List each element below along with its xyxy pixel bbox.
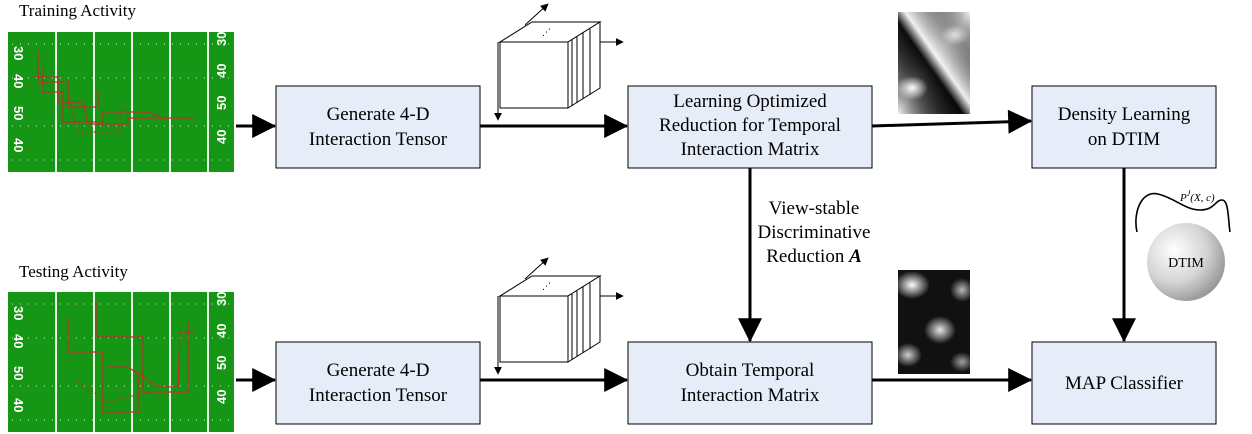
density-learning-box: Density Learning on DTIM <box>1031 85 1217 169</box>
tensor-cube-icon-bottom: ⋰ <box>494 257 624 375</box>
svg-text:View-stable: View-stable <box>769 198 860 219</box>
svg-text:Generate 4-D: Generate 4-D <box>327 104 430 125</box>
svg-text:40: 40 <box>11 334 26 348</box>
svg-text:⋰: ⋰ <box>542 28 551 38</box>
svg-text:⋰: ⋰ <box>542 282 551 292</box>
testing-activity-label: Testing Activity <box>19 262 128 281</box>
svg-text:40: 40 <box>214 130 229 144</box>
training-activity-label: Training Activity <box>19 1 136 20</box>
arrow-learning-to-density <box>871 109 1033 134</box>
reduction-label: View-stable Discriminative Reduction A <box>758 198 871 267</box>
obtain-matrix-box: Obtain Temporal Interaction Matrix <box>627 341 873 425</box>
svg-text:Obtain Temporal: Obtain Temporal <box>686 360 815 381</box>
svg-text:Discriminative: Discriminative <box>758 222 871 243</box>
svg-text:30: 30 <box>11 306 26 320</box>
map-classifier-box: MAP Classifier <box>1031 341 1217 425</box>
dtim-heatmap-train <box>896 12 970 114</box>
svg-text:40: 40 <box>214 324 229 338</box>
svg-text:50: 50 <box>214 96 229 110</box>
testing-field-image: 30 40 50 40 30 40 50 40 <box>8 292 234 432</box>
svg-text:50: 50 <box>11 366 26 380</box>
density-formula: PJ(X, c) <box>1179 189 1215 204</box>
svg-text:on DTIM: on DTIM <box>1088 129 1160 150</box>
svg-text:40: 40 <box>11 138 26 152</box>
svg-text:40: 40 <box>214 390 229 404</box>
generate-tensor-box-train: Generate 4-D Interaction Tensor <box>275 85 481 169</box>
reduction-symbol: A <box>848 246 862 267</box>
svg-text:30: 30 <box>11 46 26 60</box>
svg-text:Learning Optimized: Learning Optimized <box>673 91 827 112</box>
svg-text:Generate 4-D: Generate 4-D <box>327 360 430 381</box>
svg-text:Reduction for Temporal: Reduction for Temporal <box>659 115 841 136</box>
svg-text:Density Learning: Density Learning <box>1058 104 1191 125</box>
svg-text:50: 50 <box>11 106 26 120</box>
svg-text:Interaction Matrix: Interaction Matrix <box>681 385 820 406</box>
svg-text:50: 50 <box>214 356 229 370</box>
generate-tensor-box-test: Generate 4-D Interaction Tensor <box>275 341 481 425</box>
svg-text:30: 30 <box>214 292 229 306</box>
density-curve <box>1135 192 1231 233</box>
svg-text:Interaction Tensor: Interaction Tensor <box>309 129 448 150</box>
svg-text:40: 40 <box>11 398 26 412</box>
svg-text:30: 30 <box>214 32 229 46</box>
learning-reduction-box: Learning Optimized Reduction for Tempora… <box>627 85 873 169</box>
training-field-image: 30 40 50 40 30 40 50 40 <box>8 32 234 172</box>
dtim-sphere: DTIM <box>1147 223 1225 301</box>
svg-text:40: 40 <box>11 74 26 88</box>
svg-text:40: 40 <box>214 64 229 78</box>
svg-text:MAP Classifier: MAP Classifier <box>1065 373 1184 394</box>
svg-text:Reduction A: Reduction A <box>766 246 862 267</box>
dtim-heatmap-test <box>894 270 974 374</box>
svg-text:Interaction Matrix: Interaction Matrix <box>681 139 820 160</box>
svg-text:Interaction Tensor: Interaction Tensor <box>309 385 448 406</box>
tensor-cube-icon-top: ⋰ <box>494 3 624 121</box>
sphere-label: DTIM <box>1168 256 1204 271</box>
